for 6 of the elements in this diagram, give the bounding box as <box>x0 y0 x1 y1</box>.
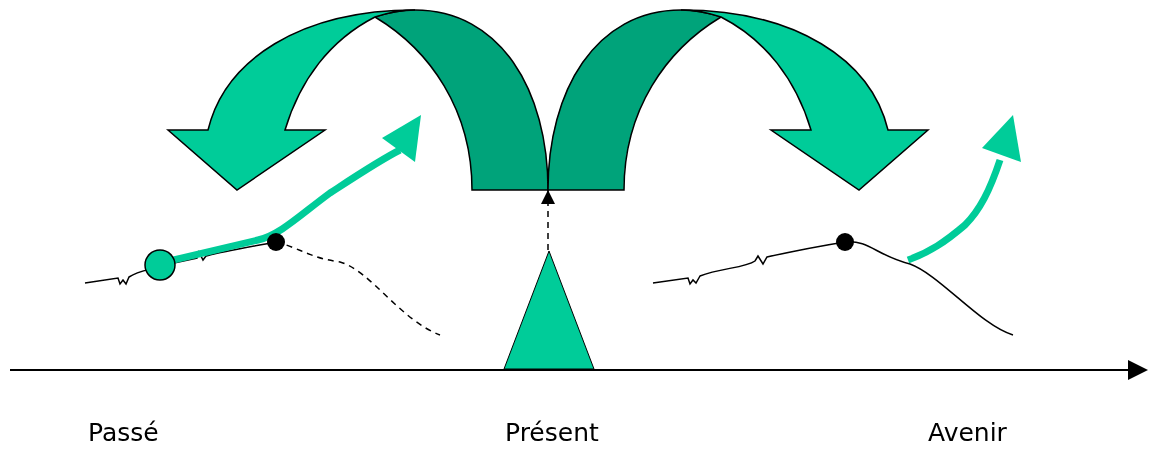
time-label: Présent <box>505 420 599 445</box>
time-label: Passé <box>88 420 159 445</box>
curved-arrows-drawing <box>166 8 930 192</box>
triangle-marker <box>503 250 595 370</box>
time-label: Avenir <box>928 420 1007 445</box>
dashed-arrow <box>541 189 555 251</box>
